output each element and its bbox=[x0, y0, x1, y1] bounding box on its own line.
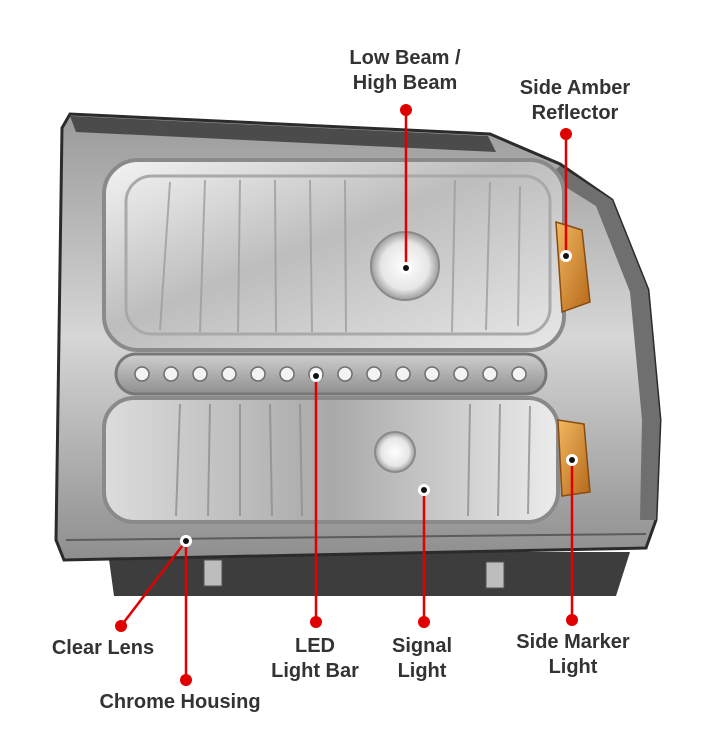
callout-signal-light-end-dot bbox=[418, 616, 430, 628]
signal-light-bulb bbox=[374, 431, 416, 473]
housing-top-trim bbox=[70, 116, 496, 152]
lower-reflector-chamber bbox=[102, 396, 560, 524]
led-diode bbox=[279, 366, 295, 382]
label-led-line1: LED bbox=[295, 635, 335, 657]
callout-signal-light bbox=[418, 484, 430, 628]
mounting-tab-right bbox=[485, 561, 505, 589]
led-diode bbox=[221, 366, 237, 382]
label-chrome-housing-line1: Chrome Housing bbox=[99, 691, 261, 713]
label-low-high-beam-line1: Low Beam / bbox=[349, 47, 461, 69]
label-side-marker-light: Side Marker Light bbox=[490, 630, 656, 680]
callout-chrome-housing-marker-core bbox=[183, 538, 189, 544]
led-diode bbox=[395, 366, 411, 382]
callout-low-high-beam-end-dot bbox=[400, 104, 412, 116]
led-diode bbox=[192, 366, 208, 382]
label-led-light-bar: LED Light Bar bbox=[250, 634, 380, 684]
led-diode bbox=[250, 366, 266, 382]
callout-side-amber-reflector-end-dot bbox=[560, 128, 572, 140]
led-diode bbox=[134, 366, 150, 382]
led-diode bbox=[337, 366, 353, 382]
led-diode bbox=[424, 366, 440, 382]
label-side-marker-line1: Side Marker bbox=[516, 631, 630, 653]
label-signal-light: Signal Light bbox=[372, 634, 472, 684]
led-diode bbox=[511, 366, 527, 382]
label-side-marker-line2: Light bbox=[548, 656, 598, 678]
callout-side-marker-light-end-dot bbox=[566, 614, 578, 626]
label-low-high-beam: Low Beam / High Beam bbox=[320, 46, 490, 96]
label-low-high-beam-line2: High Beam bbox=[352, 72, 458, 94]
led-light-bar bbox=[114, 352, 548, 396]
led-diode bbox=[453, 366, 469, 382]
callout-lines bbox=[115, 104, 578, 686]
callout-low-high-beam bbox=[400, 104, 412, 274]
callout-signal-light-marker-core bbox=[421, 487, 427, 493]
side-amber-reflector bbox=[555, 220, 591, 314]
callout-clear-lens-line bbox=[120, 540, 187, 627]
callout-chrome-housing bbox=[180, 535, 192, 686]
label-chrome-housing: Chrome Housing bbox=[82, 690, 278, 715]
upper-reflector-facets bbox=[159, 179, 521, 333]
callout-side-amber-reflector-marker-core bbox=[563, 253, 569, 259]
callout-side-marker-light bbox=[566, 454, 578, 626]
callout-chrome-housing-end-dot bbox=[180, 674, 192, 686]
upper-reflector-chamber bbox=[102, 158, 566, 352]
label-clear-lens: Clear Lens bbox=[38, 636, 168, 661]
label-clear-lens-line1: Clear Lens bbox=[51, 637, 155, 659]
label-side-amber-line2: Reflector bbox=[531, 102, 619, 124]
led-diode bbox=[163, 366, 179, 382]
clear-lens-edge bbox=[65, 533, 647, 541]
label-side-amber-line1: Side Amber bbox=[519, 77, 631, 99]
mounting-tab-left bbox=[203, 559, 223, 587]
lower-reflector-facets bbox=[175, 403, 531, 517]
callout-side-amber-reflector bbox=[560, 128, 572, 262]
label-side-amber-reflector: Side Amber Reflector bbox=[500, 76, 650, 126]
housing-side-trim bbox=[548, 166, 660, 520]
callout-led-light-bar bbox=[310, 370, 322, 628]
led-diode bbox=[366, 366, 382, 382]
headlight-assembly bbox=[54, 112, 662, 596]
callout-low-high-beam-marker-core bbox=[403, 265, 409, 271]
label-led-line2: Light Bar bbox=[271, 660, 359, 682]
callout-clear-lens-end-dot bbox=[115, 620, 127, 632]
upper-reflector-inner bbox=[124, 174, 552, 336]
callout-side-marker-light-marker-core bbox=[569, 457, 575, 463]
callout-led-light-bar-end-dot bbox=[310, 616, 322, 628]
callout-led-light-bar-marker-core bbox=[313, 373, 319, 379]
label-signal-line1: Signal bbox=[391, 635, 452, 657]
label-signal-line2: Light bbox=[397, 660, 447, 682]
led-diode bbox=[482, 366, 498, 382]
